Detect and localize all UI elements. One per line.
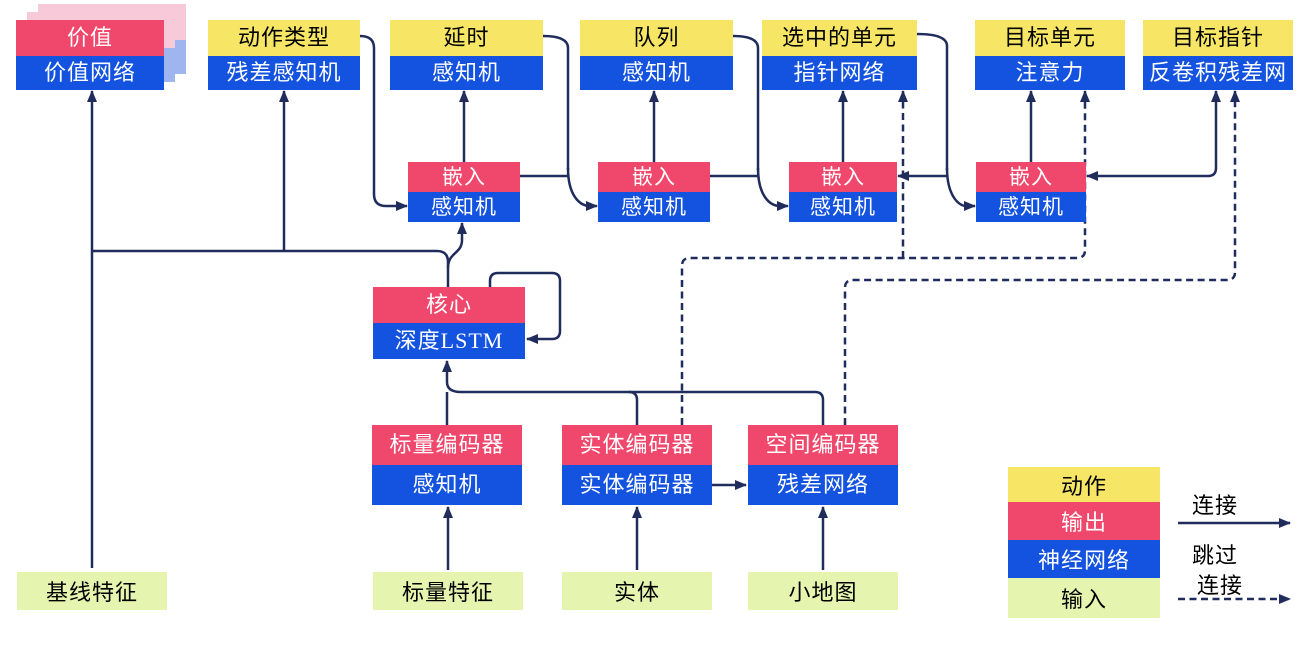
core-card: 核心 深度LSTM <box>373 287 525 359</box>
arrow-into-embed3 <box>756 167 789 211</box>
entity-encoder-card: 实体编码器 实体编码器 <box>562 425 712 505</box>
head-card-queue: 队列 感知机 <box>580 20 733 90</box>
value-output-label: 价值 <box>16 20 164 56</box>
input-baseline-features: 基线特征 <box>17 572 167 610</box>
action-type-network-label: 残差感知机 <box>208 56 360 90</box>
embed-card-1: 嵌入 感知机 <box>408 162 520 222</box>
head-card-value: 价值 价值网络 <box>16 20 164 90</box>
embed-4-network-label: 感知机 <box>976 192 1086 222</box>
legend-dashed-label-line2: 连接 <box>1197 573 1244 598</box>
core-recurrent-loop <box>488 271 562 344</box>
queue-down <box>732 34 760 170</box>
embed-2-network-label: 感知机 <box>598 192 710 222</box>
scalar-encoder-label: 标量编码器 <box>372 425 522 465</box>
delay-network-label: 感知机 <box>390 56 543 90</box>
arrow-embed4-to-deconv <box>1150 90 1221 178</box>
arrow-actiontype-to-embed1 <box>359 34 408 211</box>
legend-dashed-label-line1: 跳过 <box>1192 543 1239 568</box>
solid-connections <box>87 32 1291 570</box>
entity-encoder-up <box>628 390 639 425</box>
entity-encoder-label: 实体编码器 <box>562 425 712 465</box>
value-network-label: 价值网络 <box>16 56 164 90</box>
head-card-target-unit: 目标单元 注意力 <box>975 20 1125 90</box>
embed-card-3: 嵌入 感知机 <box>789 162 897 222</box>
skip-entity-to-attention <box>680 90 1090 425</box>
scalar-encoder-network-label: 感知机 <box>372 465 522 505</box>
head-card-action-type: 动作类型 残差感知机 <box>208 20 360 90</box>
head-card-selected-units: 选中的单元 指针网络 <box>762 20 917 90</box>
action-type-label: 动作类型 <box>208 20 360 56</box>
legend-action: 动作 <box>1008 467 1160 502</box>
legend-input: 输入 <box>1008 578 1160 618</box>
selected-units-label: 选中的单元 <box>762 20 917 56</box>
embed-1-label: 嵌入 <box>408 162 520 192</box>
scalar-encoder-card: 标量编码器 感知机 <box>372 425 522 505</box>
embed-4-label: 嵌入 <box>976 162 1086 192</box>
delay-down <box>542 34 570 170</box>
skip-spatial-to-deconv <box>843 90 1240 425</box>
queue-label: 队列 <box>580 20 733 56</box>
legend-output: 输出 <box>1008 502 1160 540</box>
core-output-bus <box>92 249 450 287</box>
core-network-label: 深度LSTM <box>373 323 525 359</box>
target-unit-network-label: 注意力 <box>975 56 1125 90</box>
spatial-encoder-network-label: 残差网络 <box>748 465 898 505</box>
spatial-encoder-label: 空间编码器 <box>748 425 898 465</box>
embed-3-network-label: 感知机 <box>789 192 897 222</box>
input-minimap: 小地图 <box>748 572 898 610</box>
core-label: 核心 <box>373 287 525 323</box>
legend-color-key: 动作 输出 神经网络 输入 <box>1008 467 1160 618</box>
embed-1-network-label: 感知机 <box>408 192 520 222</box>
input-entities: 实体 <box>562 572 712 610</box>
head-card-target-point: 目标指针 反卷积残差网 <box>1143 20 1293 90</box>
arrow-core-to-embed1 <box>446 222 467 269</box>
target-unit-label: 目标单元 <box>975 20 1125 56</box>
selectedunits-down <box>916 32 949 170</box>
spatial-encoder-card: 空间编码器 残差网络 <box>748 425 898 505</box>
input-scalar-features: 标量特征 <box>373 572 523 610</box>
arrow-into-embed4 <box>945 167 976 211</box>
queue-network-label: 感知机 <box>580 56 733 90</box>
legend-solid-label: 连接 <box>1192 493 1239 518</box>
target-point-network-label: 反卷积残差网 <box>1143 56 1293 90</box>
legend-network: 神经网络 <box>1008 540 1160 578</box>
head-card-delay: 延时 感知机 <box>390 20 543 90</box>
delay-label: 延时 <box>390 20 543 56</box>
embed-3-label: 嵌入 <box>789 162 897 192</box>
embed-card-4: 嵌入 感知机 <box>976 162 1086 222</box>
entity-encoder-network-label: 实体编码器 <box>562 465 712 505</box>
target-point-label: 目标指针 <box>1143 20 1293 56</box>
arrow-into-embed2 <box>566 167 598 211</box>
skip-connections <box>680 90 1291 604</box>
embed-2-label: 嵌入 <box>598 162 710 192</box>
selected-units-network-label: 指针网络 <box>762 56 917 90</box>
embed-card-2: 嵌入 感知机 <box>598 162 710 222</box>
arrow-encoders-to-core <box>442 360 825 425</box>
